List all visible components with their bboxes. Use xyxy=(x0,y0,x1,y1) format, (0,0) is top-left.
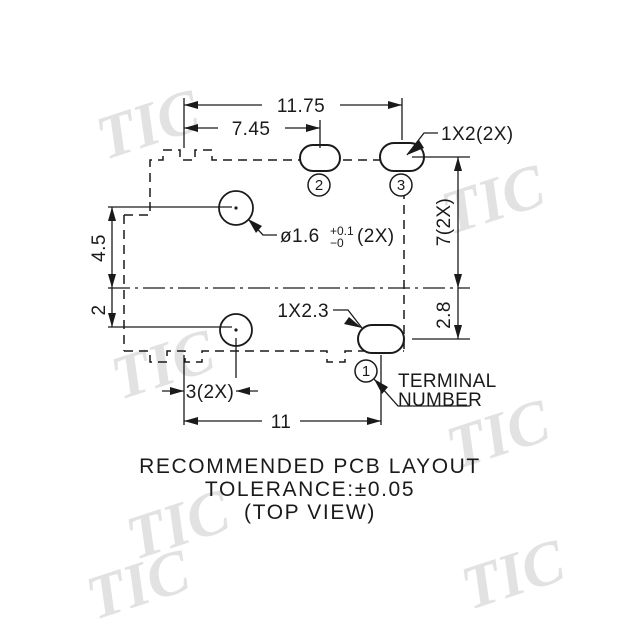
terminal-number-annotation: TERMINAL NUMBER xyxy=(373,371,496,411)
leader-line-pad-bottom xyxy=(333,309,363,329)
dimension-label-left-lower: 2 xyxy=(89,305,110,316)
dimension-label-right-lower: 2.8 xyxy=(434,301,455,329)
arrowhead-in-right xyxy=(236,387,250,395)
dimension-label-overall-width: 11.75 xyxy=(277,96,325,117)
arrowhead-left xyxy=(184,124,198,132)
callout-pad-top: 1X2(2X) xyxy=(406,124,514,156)
caption-block: RECOMMENDED PCB LAYOUT TOLERANCE:±0.05 (… xyxy=(139,455,481,524)
callout-label-hole-tolerance-upper: +0.1 xyxy=(330,224,354,238)
leader-arrowhead xyxy=(248,219,262,233)
dimension-label-notch-width: 3(2X) xyxy=(186,382,234,403)
dimension-notch-width: 3(2X) xyxy=(162,382,258,403)
caption-line-1: RECOMMENDED PCB LAYOUT xyxy=(139,455,481,478)
terminal-number-label-line2: NUMBER xyxy=(398,390,482,411)
dimension-label-right-upper: 7(2X) xyxy=(434,198,455,246)
caption-line-2: TOLERANCE:±0.05 xyxy=(205,478,415,501)
terminal-bubble-2-label: 2 xyxy=(315,177,323,194)
arrowhead-left xyxy=(184,417,198,425)
extension-lines-group xyxy=(108,98,470,425)
arrowhead-down xyxy=(108,313,116,327)
dimension-left-lower: 2 xyxy=(89,288,116,327)
dimension-label-inner-width: 7.45 xyxy=(232,119,271,140)
callout-label-pad-top: 1X2(2X) xyxy=(441,124,514,145)
terminal-bubble-3-label: 3 xyxy=(397,177,405,194)
dimension-label-left-upper: 4.5 xyxy=(89,234,110,262)
arrowhead-left xyxy=(184,101,198,109)
mounting-holes-group xyxy=(218,190,254,347)
terminal-bubbles-group: 2 3 1 xyxy=(307,173,413,383)
arrowhead-right xyxy=(306,124,320,132)
terminal-bubble-3 xyxy=(389,173,413,197)
arrowhead-in-left xyxy=(170,387,184,395)
callout-label-hole-diameter: ø1.6 xyxy=(280,226,320,247)
arrowhead-down xyxy=(108,274,116,288)
dimension-left-upper: 4.5 xyxy=(89,207,116,288)
dimension-right-lower: 2.8 xyxy=(434,288,462,339)
leader-arrowhead xyxy=(407,140,424,155)
pad-terminal-1 xyxy=(357,324,405,354)
arrowhead-up xyxy=(108,207,116,221)
terminal-number-label-line1: TERMINAL xyxy=(398,371,496,392)
caption-line-3: (TOP VIEW) xyxy=(244,501,376,524)
terminal-bubble-2 xyxy=(307,173,331,197)
arrowhead-down xyxy=(454,325,462,339)
arrowhead-down xyxy=(454,274,462,288)
mounting-hole-upper-center xyxy=(234,206,238,210)
arrowhead-right xyxy=(367,417,381,425)
dimension-overall-width: 11.75 xyxy=(184,96,402,117)
callout-label-pad-bottom: 1X2.3 xyxy=(277,301,329,322)
leader-line-pad-top xyxy=(406,132,438,156)
component-outline-left-lower xyxy=(124,197,151,216)
terminal-bubble-1 xyxy=(354,359,378,383)
callout-label-hole-quantity: (2X) xyxy=(357,226,395,247)
leader-arrowhead xyxy=(344,317,362,328)
arrowhead-up xyxy=(454,157,462,171)
dimension-right-upper: 7(2X) xyxy=(434,157,462,288)
leader-arrowhead xyxy=(374,379,388,394)
terminal-bubble-1-label: 1 xyxy=(362,363,370,380)
watermark-layer: TIC TIC TIC TIC TIC TIC TIC xyxy=(78,77,573,620)
mounting-hole-lower-center xyxy=(234,328,238,332)
dimension-bottom-width: 11 xyxy=(184,412,381,433)
pad-terminal-2 xyxy=(299,144,341,172)
callout-pad-bottom: 1X2.3 xyxy=(277,301,363,329)
callout-hole-diameter: ø1.6 +0.1 −0 (2X) xyxy=(247,218,395,250)
dimension-inner-width: 7.45 xyxy=(184,119,320,140)
component-outline-upper xyxy=(149,149,404,197)
callout-label-hole-tolerance-lower: −0 xyxy=(330,236,344,250)
dimension-label-bottom-width: 11 xyxy=(271,412,292,433)
component-outline-bottom xyxy=(124,350,404,363)
arrowhead-right xyxy=(388,101,402,109)
